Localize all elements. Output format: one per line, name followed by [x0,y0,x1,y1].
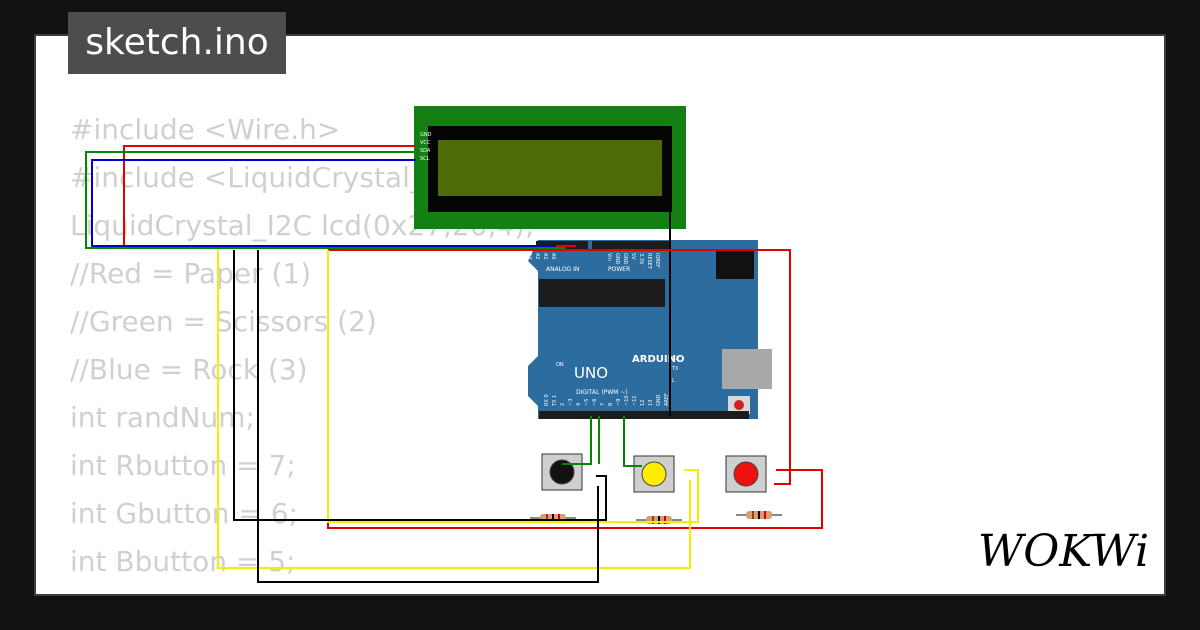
circuit-diagram: GND VCC SDA SCL ARDUINO UNO DIGITAL (PWM ~)… [85,106,823,583]
wire-yellow-1 [327,250,699,523]
board-pin-label: 4 [576,403,582,406]
analog-in-label: ANALOG IN [546,266,579,273]
wire-green-btn-1 [562,416,592,465]
arduino-uno-board[interactable]: ARDUINO UNO DIGITAL (PWM ~) ANALOG IN PO… [510,240,772,419]
board-pin-label: 5V [630,253,636,260]
board-pin-label: GND [622,253,628,265]
digital-header [539,411,749,419]
board-pin-label: TX 1 [552,395,558,407]
microcontroller-chip [539,279,665,307]
board-pin-label: A5 [510,253,516,260]
power-header [592,241,670,249]
board-pin-label: IOREF [654,253,660,268]
power-label: POWER [608,266,630,273]
wire-blue-lcd-scl [91,159,556,247]
file-tab-label: sketch.ino [85,22,269,63]
wire-black-1 [233,250,607,521]
wire-green-btn-3 [623,416,642,467]
lcd-pin-label: GND [420,132,432,138]
code-line: #include <Wire.h> [70,113,341,146]
lcd-pin-label: SDA [420,148,431,154]
board-pin-label: ~9 [616,399,622,406]
reset-button-cap[interactable] [734,400,744,410]
board-pin-label: 3.3V [638,253,644,265]
board-pin-label: TX [671,366,679,372]
code-line: int Rbutton = 7; [70,449,296,482]
code-line: int Bbutton = 5; [70,545,296,578]
push-button-3[interactable] [725,455,767,493]
wokwi-logo: WOKWi [978,526,1149,572]
board-pin-label: ~11 [632,395,638,406]
wire-green-lcd-sda [85,151,566,249]
board-pin-label: 2 [560,403,566,406]
board-pin-label: ~3 [568,399,574,406]
resistor-3[interactable] [736,511,782,519]
board-pin-label: A2 [534,253,540,260]
push-button-1[interactable] [541,453,583,491]
board-brand-label: ARDUINO [632,354,684,365]
lcd-pin-label: SCL [420,156,430,162]
board-pin-label: 13 [648,400,654,406]
project-preview: #include <Wire.h>#include <LiquidCrystal… [34,34,1166,596]
code-line: //Blue = Rock (3) [70,353,308,386]
board-pin-label: 8 [608,403,614,406]
board-pin-label: A0 [550,253,556,260]
board-pin-label: A1 [542,253,548,260]
wire-red-main [328,249,791,485]
board-pin-label: A4 [518,253,524,260]
board-pin-label: 7 [600,403,606,406]
code-line: int randNum; [70,401,255,434]
board-pin-label: ~5 [584,399,590,406]
board-model-label: UNO [574,364,608,382]
board-pin-label: GND [656,394,662,406]
svg-text:WOKWi: WOKWi [978,526,1149,572]
board-pin-label: A3 [526,253,532,260]
usb-port [722,349,772,389]
digital-pins-label: DIGITAL (PWM ~) [576,389,628,396]
board-pin-label: ON [556,362,564,368]
board-pin-label: 12 [640,400,646,406]
board-pin-label: RX [672,356,679,362]
push-button-2[interactable] [633,455,675,493]
code-line: int Gbutton = 6; [70,497,298,530]
lcd-display[interactable]: GND VCC SDA SCL [414,106,686,229]
board-pin-label: ~10 [624,395,630,406]
wire-black-2 [257,250,599,583]
board-pin-label: ~6 [592,399,598,406]
board-pin-label: RESET [646,253,652,270]
board-pin-label: L [672,378,675,384]
lcd-pin-label: VCC [420,140,431,146]
power-jack [716,249,754,279]
wire-yellow-2 [217,250,691,569]
board-pin-label: Vin [606,253,612,261]
code-line: int Rbuttonstate = 0; [70,586,535,594]
board-pin-label: RX 0 [544,394,550,406]
board-pin-label: GND [614,253,620,265]
file-tab[interactable]: sketch.ino [68,12,286,74]
code-line: //Red = Paper (1) [70,257,312,290]
board-pin-label: AREF [664,393,670,406]
